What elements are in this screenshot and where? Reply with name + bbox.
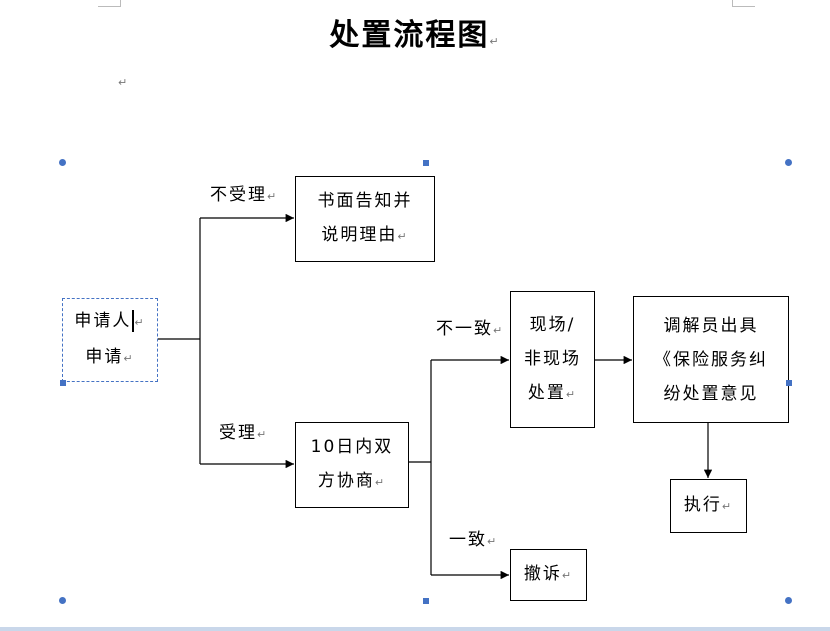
label-inconsistent: 不一致↵ bbox=[436, 319, 505, 339]
withdraw-box[interactable]: 撤诉↵ bbox=[510, 549, 587, 601]
text-cursor bbox=[132, 310, 135, 332]
negotiation-box[interactable]: 10日内双 方协商↵ bbox=[295, 422, 409, 508]
resize-handle-top-right[interactable] bbox=[785, 159, 792, 166]
resize-handle-top-left[interactable] bbox=[59, 159, 66, 166]
resize-handle-top-middle[interactable] bbox=[423, 160, 429, 166]
paragraph-mark: ↵ bbox=[118, 76, 128, 89]
mediator-box[interactable]: 调解员出具 《保险服务纠 纷处置意见 bbox=[633, 296, 789, 423]
resize-handle-bottom-right[interactable] bbox=[785, 597, 792, 604]
label-not-accepted: 不受理↵ bbox=[210, 185, 279, 205]
execute-box[interactable]: 执行↵ bbox=[670, 479, 747, 533]
page-corner-left bbox=[98, 0, 121, 7]
applicant-box[interactable]: 申请人↵ 申请↵ bbox=[62, 298, 158, 382]
resize-handle-bottom-left[interactable] bbox=[59, 597, 66, 604]
resize-handle-middle-right[interactable] bbox=[786, 380, 792, 386]
onsite-box[interactable]: 现场/ 非现场 处置↵ bbox=[510, 291, 595, 428]
written-notice-box[interactable]: 书面告知并 说明理由↵ bbox=[295, 176, 435, 262]
page-corner-right bbox=[732, 0, 755, 7]
bottom-edge bbox=[0, 627, 830, 631]
applicant-box-handle[interactable] bbox=[60, 380, 66, 386]
paragraph-mark: ↵ bbox=[489, 35, 501, 48]
page-title: 处置流程图↵ bbox=[329, 18, 501, 53]
label-consistent: 一致↵ bbox=[449, 530, 499, 550]
label-accepted: 受理↵ bbox=[219, 423, 269, 443]
resize-handle-bottom-middle[interactable] bbox=[423, 598, 429, 604]
